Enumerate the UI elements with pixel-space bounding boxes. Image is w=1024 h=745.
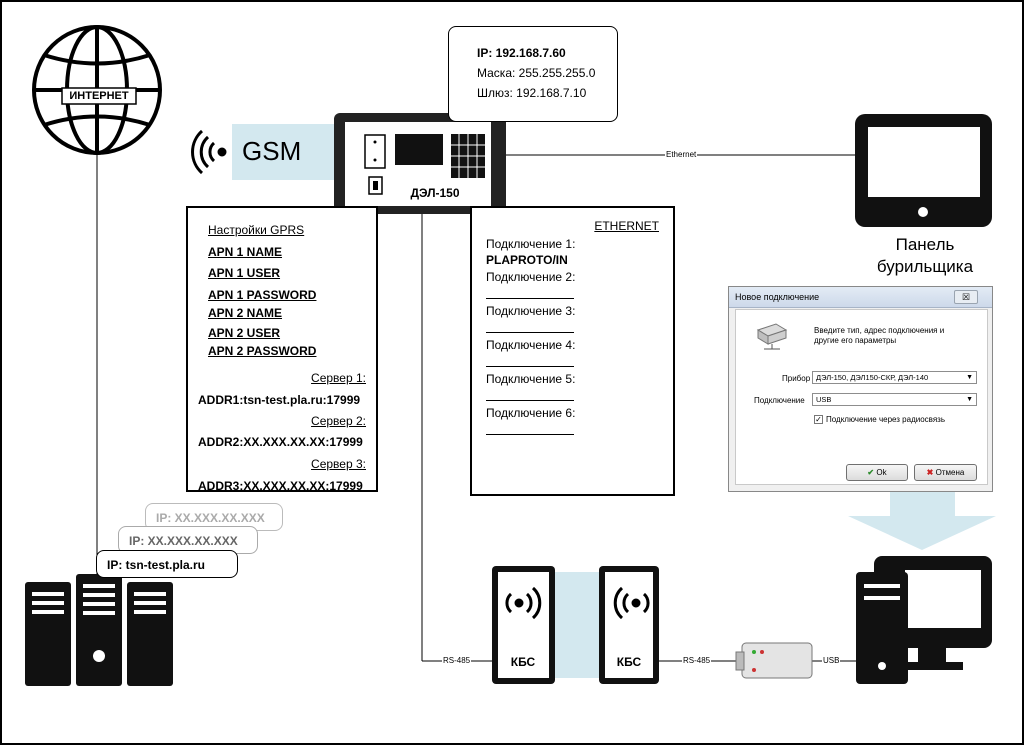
usb-label: USB [822,656,841,665]
dialog-description: Введите тип, адрес подключения и другие … [814,326,945,345]
server-addr: ADDR1:tsn-test.pla.ru:17999 [198,393,361,407]
connection-label: Подключение 1: [486,237,576,251]
dialog-title: Новое подключение [735,292,820,302]
connection-label: Подключение 3: [486,304,576,318]
radio-checkbox[interactable]: ✓ [814,415,823,424]
radio-wave-icon-right [613,586,650,620]
gsm-band [232,124,336,180]
usb-converter [735,642,813,679]
panel-label-line1: Панель [895,235,955,254]
chevron-down-icon: ▼ [966,374,973,381]
panel-label: Панель бурильщика [860,234,990,278]
divider [486,298,574,299]
divider [486,400,574,401]
server-addr: ADDR3:XX.XXX.XX.XX:17999 [198,479,363,493]
chevron-down-icon: ▼ [966,396,973,403]
gprs-settings-box: Настройки GPRS APN 1 NAME APN 1 USER APN… [186,206,378,493]
connection-select-value: USB [816,395,832,404]
server-label: Сервер 2: [311,414,366,428]
wireless-signal-icon [191,129,227,175]
connection-label: Подключение 4: [486,338,576,352]
ethernet-settings-box: ETHERNET Подключение 1: PLAPROTO/IN Подк… [470,206,675,496]
desktop-computer-icon [856,556,992,684]
device-name: ДЭЛ-150 [410,186,460,200]
apn-item: APN 1 USER [208,266,281,280]
network-drive-icon [756,323,788,350]
subnet-mask: Маска: 255.255.255.0 [477,66,596,80]
connection-label: Подключение 2: [486,270,576,284]
kbs-link-band [555,572,601,678]
internet-label: ИНТЕРНЕТ [69,90,129,102]
apn-item: APN 1 NAME [208,245,283,259]
new-connection-dialog: Новое подключение ☒ Введите тип, адрес п… [728,286,993,492]
ethernet-link-label: Ethernet [665,150,698,159]
connection-value: PLAPROTO/IN [486,253,568,267]
apn-item: APN 2 USER [208,326,281,340]
connection-label: Подключение 5: [486,372,576,386]
server-ip-bubble: IP: XX.XXX.XX.XXX [118,526,258,554]
ok-button[interactable]: ✔ Ok [846,464,908,481]
cancel-button-label: Отмена [935,468,965,477]
cross-icon: ✖ [926,468,934,477]
down-arrow-icon [848,492,996,550]
rs485-label: RS-485 [442,656,472,665]
cancel-button[interactable]: ✖ Отмена [914,464,977,481]
gprs-title: Настройки GPRS [208,223,305,237]
gsm-label: GSM [242,136,302,166]
dialog-body: Введите тип, адрес подключения и другие … [735,309,988,485]
check-icon: ✔ [867,468,875,477]
radio-wave-icon-left [505,586,542,620]
connection-label: Подключение [754,396,805,405]
connection-label: Подключение 6: [486,406,576,420]
server-addr: ADDR2:XX.XXX.XX.XX:17999 [198,435,363,449]
server-ip-bubble: IP: tsn-test.pla.ru [96,550,238,578]
server-rack-icon [25,574,173,686]
apn-item: APN 2 NAME [208,306,283,320]
gateway: Шлюз: 192.168.7.10 [477,86,587,100]
device-select[interactable]: ДЭЛ-150, ДЭЛ150-СКР, ДЭЛ-140 ▼ [812,371,977,384]
close-icon[interactable]: ☒ [954,290,978,304]
divider [486,332,574,333]
del-150-device [334,113,506,214]
ok-button-label: Ok [876,468,887,477]
kbs-label: КБС [510,655,536,669]
apn-item: APN 2 PASSWORD [208,344,317,358]
ethernet-title: ETHERNET [594,219,659,233]
divider [486,366,574,367]
panel-label-line2: бурильщика [876,257,974,276]
ip-address: IP: 192.168.7.60 [477,46,566,60]
device-label: Прибор [782,374,811,383]
device-select-value: ДЭЛ-150, ДЭЛ150-СКР, ДЭЛ-140 [816,373,929,382]
rs485-label: RS-485 [682,656,712,665]
radio-checkbox-label: Подключение через радиосвязь [826,415,945,424]
apn-item: APN 1 PASSWORD [208,288,317,302]
dialog-titlebar: Новое подключение ☒ [729,287,992,308]
connection-select[interactable]: USB ▼ [812,393,977,406]
divider [486,434,574,435]
server-label: Сервер 1: [311,371,366,385]
server-label: Сервер 3: [311,457,366,471]
monitor-icon [855,114,992,227]
kbs-label: КБС [616,655,642,669]
ip-info-box: IP: 192.168.7.60 Маска: 255.255.255.0 Шл… [448,26,618,122]
